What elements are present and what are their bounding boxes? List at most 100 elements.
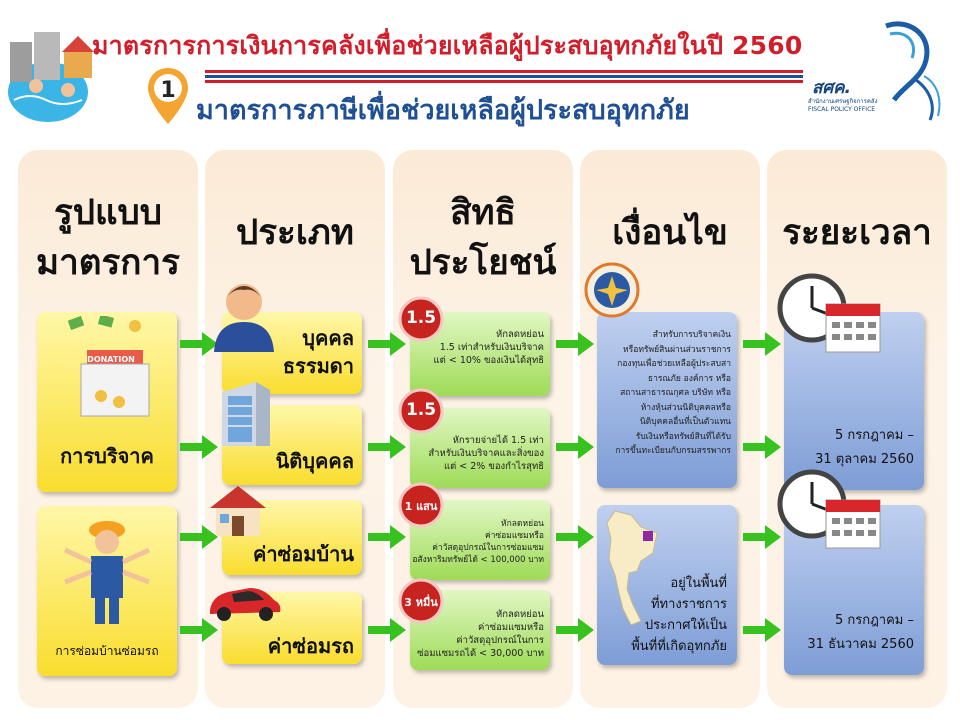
benefit-1-line1: หักลดหย่อน [495,329,544,340]
benefit-4-line3: ค่าวัสดุอุปกรณ์ในการ [456,635,544,646]
revenue-department-emblem-icon [584,262,640,318]
arrow-right-icon [368,435,406,459]
benefit-2-badge: 1.5 [405,400,437,420]
arrow-right-icon [556,618,594,642]
clock-calendar-icon [777,469,881,549]
condition-area-line: อยู่ในพื้นที่ [670,576,727,591]
period-repair-text: 5 กรกฎาคม – 31 ธันวาคม 2560 [807,609,914,657]
condition-donation-line: หรือทรัพย์สินผ่านส่วนราชการ [623,344,731,355]
column-form-head-line2: มาตรการ [36,243,180,283]
donation-sign: DONATION [87,355,135,364]
condition-area-line: พื้นที่ที่เกิดอุทกภัย [631,639,727,654]
repair-box: การซ่อมบ้านซ่อมรถ [37,506,177,676]
column-period-head: ระยะเวลา [782,213,932,253]
arrow-right-icon [368,618,406,642]
logo-subtext: สำนักงานเศรษฐกิจการคลัง FISCAL POLICY OF… [808,96,878,113]
benefit-2-line1: หักรายจ่ายได้ 1.5 เท่า [452,435,544,446]
arrow-right-icon [180,332,218,356]
repairman-icon [63,521,151,624]
column-form-head-line1: รูปแบบ [53,193,162,233]
benefit-1-line3: แต่ < 10% ของเงินได้สุทธิ [433,355,544,366]
badge-icon [398,482,444,528]
benefit-3-line1: หักลดหย่อน [501,519,544,529]
benefit-1-badge: 1.5 [405,308,437,328]
arrow-right-icon [180,435,218,459]
period-donation-line2: 31 ตุลาคม 2560 [815,452,914,467]
benefit-2-text: หักรายจ่ายได้ 1.5 เท่า สำหรับเงินบริจาคแ… [428,434,544,473]
car-icon [210,588,281,621]
donation-box-icon [67,316,150,417]
condition-donation-line: กองทุนเพื่อช่วยเหลือผู้ประสบสา [617,359,731,369]
column-type-head: ประเภท [236,213,354,253]
benefit-3-text: หักลดหย่อน ค่าซ่อมแซมหรือ ค่าวัสดุอุปกรณ… [412,518,544,566]
type-car-label: ค่าซ่อมรถ [267,634,354,658]
type-house-label: ค่าซ่อมบ้าน [253,542,354,566]
donation-box: DONATION การบริจาค [37,312,177,492]
step-number: 1 [160,78,176,103]
condition-donation-line: ธารณภัย องค์การ หรือ [647,373,731,384]
benefit-3-line4: อสังหาริมทรัพย์ได้ < 100,000 บาท [412,555,544,565]
period-repair-line1: 5 กรกฎาคม – [834,613,914,628]
logo-subtext-th: สำนักงานเศรษฐกิจการคลัง [808,98,878,105]
type-juristic-label: นิติบุคคล [275,449,354,473]
column-benefit-head: สิทธิ ประโยชน์ [393,188,573,288]
arrow-right-icon [743,525,781,549]
logo-text: สศค. [812,78,851,98]
type-house-box: ค่าซ่อมบ้าน [222,500,362,575]
sub-title: มาตรการภาษีเพื่อช่วยเหลือผู้ประสบอุทกภัย [196,95,690,126]
badge-icon [398,578,444,624]
building-icon [222,382,270,446]
fiscal-policy-office-logo-icon [885,21,941,121]
benefit-3-line2: ค่าซ่อมแซมหรือ [484,531,544,541]
arrow-right-icon [556,525,594,549]
benefit-1-text: หักลดหย่อน 1.5 เท่าสำหรับเงินบริจาค แต่ … [434,328,544,367]
main-title: มาตรการการเงินการคลังเพื่อช่วยเหลือผู้ปร… [92,31,803,60]
title-underline-red-bottom [205,80,803,83]
badge-icon [398,296,444,342]
condition-area-line: ประกาศให้เป็น [644,618,727,633]
thailand-map-icon [606,510,658,626]
column-benefit-head-line2: ประโยชน์ [409,243,557,283]
condition-donation-text: สำหรับการบริจาคเงิน หรือทรัพย์สินผ่านส่ว… [615,328,731,459]
flood-illustration [8,32,94,122]
arrow-right-icon [556,435,594,459]
period-repair-line2: 31 ธันวาคม 2560 [807,637,914,652]
arrow-right-icon [743,435,781,459]
benefit-3-line3: ค่าวัสดุอุปกรณ์ในการซ่อมแซม [432,543,544,553]
benefit-4-badge: 3 หมื่น [404,596,438,609]
condition-donation-line: ห้างหุ้นส่วนนิติบุคคลหรือ [640,402,731,413]
condition-donation-box: สำหรับการบริจาคเงิน หรือทรัพย์สินผ่านส่ว… [597,312,737,488]
title-underline-blue [205,75,803,78]
condition-donation-line: รับเงินหรือทรัพย์สินที่ได้รับ [635,431,731,442]
type-person-label: บุคคล ธรรมดา [283,324,354,380]
type-person-line1: บุคคล [302,326,354,350]
arrow-right-icon [368,525,406,549]
benefit-2-line3: แต่ < 2% ของกำไรสุทธิ [443,461,544,472]
arrow-right-icon [180,618,218,642]
column-benefit-head-line1: สิทธิ [450,193,516,233]
benefit-4-text: หักลดหย่อน ค่าซ่อมแซมหรือ ค่าวัสดุอุปกรณ… [417,608,544,660]
condition-area-box: อยู่ในพื้นที่ ที่ทางราชการ ประกาศให้เป็น… [597,505,737,665]
condition-donation-line: สำหรับการบริจาคเงิน [652,330,731,340]
benefit-4-line2: ค่าซ่อมแซมหรือ [477,622,544,633]
column-condition-head: เงื่อนไข [612,213,728,253]
clock-calendar-icon [777,273,881,353]
map-pin-icon [148,68,188,124]
logo-subtext-en: FISCAL POLICY OFFICE [808,106,876,113]
condition-area-text: อยู่ในพื้นที่ ที่ทางราชการ ประกาศให้เป็น… [631,573,727,657]
condition-area-line: ที่ทางราชการ [650,597,727,612]
title-underline-red [205,70,803,73]
condition-donation-line: สถานสาธารณกุศล บริษัท หรือ [620,388,731,398]
benefit-4-line4: ซ่อมแซมรถได้ < 30,000 บาท [417,648,544,659]
repair-label: การซ่อมบ้านซ่อมรถ [55,644,159,658]
benefit-1-line2: 1.5 เท่าสำหรับเงินบริจาค [439,342,544,353]
person-icon [214,284,274,352]
period-donation-text: 5 กรกฎาคม – 31 ตุลาคม 2560 [815,424,914,472]
benefit-3-badge: 1 แสน [404,500,438,513]
type-person-line2: ธรรมดา [282,354,354,378]
condition-donation-line: นิติบุคคลอื่นที่เป็นตัวแทน [639,417,731,427]
column-form-head: รูปแบบ มาตรการ [18,188,198,288]
period-donation-line1: 5 กรกฎาคม – [834,428,914,443]
arrow-right-icon [368,332,406,356]
donation-label: การบริจาค [60,444,154,468]
